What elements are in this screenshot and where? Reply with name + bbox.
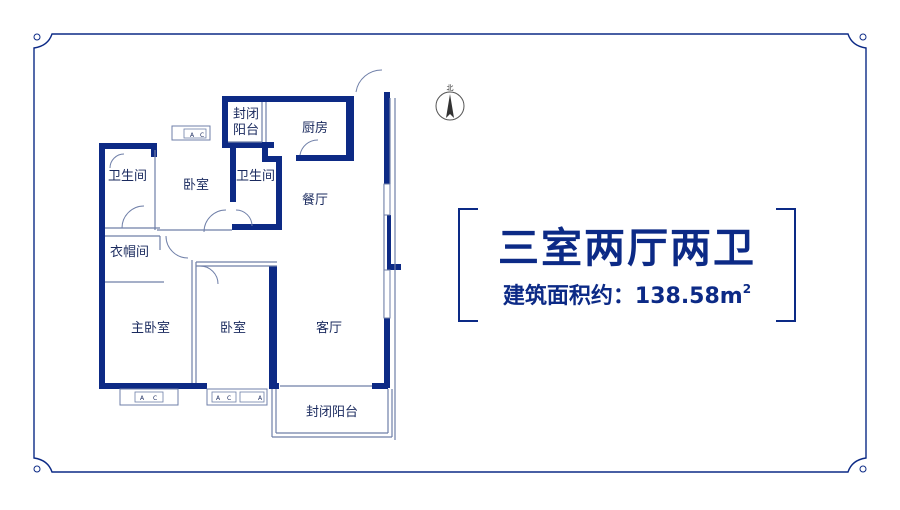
room-label-bedroom-top: 卧室 (183, 177, 209, 193)
ac-label-c: C (200, 132, 204, 139)
room-labels: 封闭 阳台 厨房 卫生间 卧室 卫生间 餐厅 衣帽间 主卧室 卧室 客厅 封闭阳… (108, 107, 358, 420)
room-label-dining-room: 餐厅 (302, 192, 328, 208)
exterior-walls (99, 92, 401, 389)
room-label-bathroom-left: 卫生间 (108, 169, 147, 184)
room-label-walk-in-closet: 衣帽间 (110, 244, 149, 260)
ac-label-c: C (227, 395, 231, 402)
windows (383, 183, 391, 319)
doors (109, 69, 383, 285)
ac-label-a: A (216, 395, 221, 402)
room-label-kitchen: 厨房 (302, 120, 328, 136)
area-line: 建筑面积约：138.58m2 (458, 278, 796, 310)
room-label-living-room: 客厅 (316, 320, 342, 336)
bracket-right (776, 208, 796, 322)
room-label-enclosed-balcony-top-line2: 阳台 (233, 123, 259, 138)
north-arrow-icon: 北 (435, 84, 465, 121)
layout-title: 三室两厅两卫 (498, 224, 756, 272)
room-label-master-bedroom: 主卧室 (131, 320, 170, 336)
ac-label-a: A (140, 395, 145, 402)
area-label: 建筑面积约： (502, 284, 635, 309)
area-superscript: 2 (742, 282, 752, 296)
decorative-frame (33, 33, 867, 473)
compass-label: 北 (447, 84, 454, 92)
ac-label-a: A (258, 395, 263, 402)
room-label-bedroom-bottom: 卧室 (220, 320, 246, 336)
room-label-enclosed-balcony-top-line1: 封闭 (233, 107, 259, 122)
room-label-enclosed-balcony-bottom: 封闭阳台 (306, 405, 358, 420)
room-label-bathroom-right: 卫生间 (236, 169, 275, 184)
bracket-left (458, 208, 478, 322)
ac-unit-top: A C (171, 125, 211, 141)
ac-unit-bedroom: A C A (206, 388, 268, 406)
area-value: 138.58m (634, 284, 743, 309)
ac-unit-master: A C (119, 388, 179, 406)
ac-label-a: A (190, 132, 195, 139)
ac-label-c: C (153, 395, 157, 402)
layout-summary: 三室两厅两卫 建筑面积约：138.58m2 (458, 208, 796, 322)
